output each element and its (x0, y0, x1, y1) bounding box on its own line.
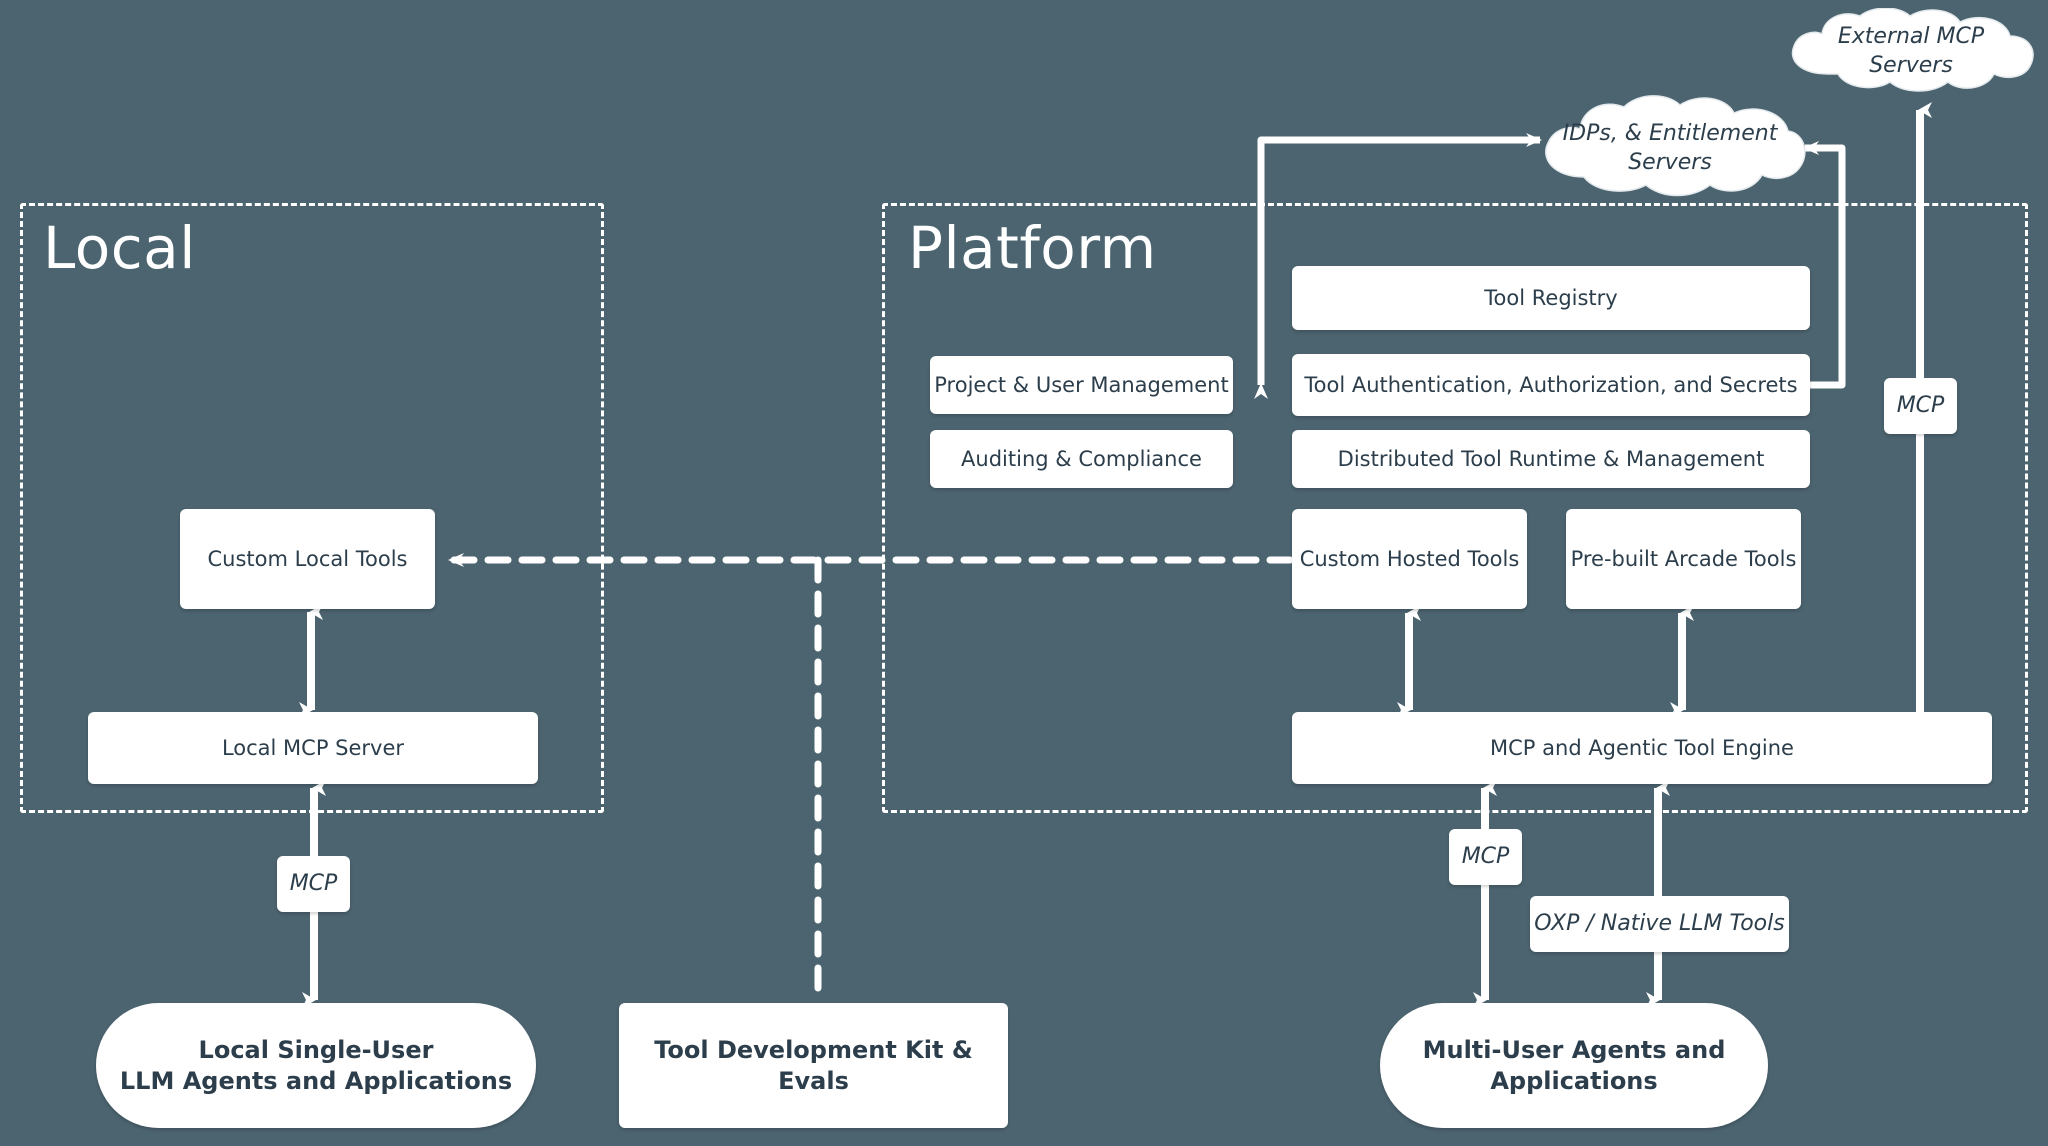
label-mcp-platform-right: MCP (1884, 378, 1957, 434)
zone-local-title: Local (43, 214, 196, 282)
node-multiuser-agents-line1: Multi-User Agents and (1422, 1035, 1726, 1064)
node-local-agents-line2: LLM Agents and Applications (119, 1066, 513, 1095)
node-tool-authentication-authorization-secrets[interactable]: Tool Authentication, Authorization, and … (1292, 354, 1810, 416)
node-multiuser-agents[interactable]: Multi-User Agents and Applications (1380, 1003, 1768, 1128)
node-custom-hosted-tools[interactable]: Custom Hosted Tools (1292, 509, 1527, 609)
cloud-shape (1545, 95, 1806, 197)
cloud-external-mcp-servers-label: External MCP Servers (1837, 24, 1985, 78)
node-prebuilt-arcade-tools[interactable]: Pre-built Arcade Tools (1566, 509, 1801, 609)
cloud-idps-entitlement-servers[interactable]: IDPs, & Entitlement Servers (1534, 95, 1806, 203)
zone-local (20, 203, 604, 813)
node-distributed-tool-runtime-management[interactable]: Distributed Tool Runtime & Management (1292, 430, 1810, 488)
node-auditing-compliance[interactable]: Auditing & Compliance (930, 430, 1233, 488)
node-local-agents-line1: Local Single-User (198, 1035, 434, 1064)
node-mcp-agentic-tool-engine[interactable]: MCP and Agentic Tool Engine (1292, 712, 1992, 784)
zone-platform-title: Platform (908, 214, 1157, 282)
cloud-idps-entitlement-servers-label: IDPs, & Entitlement Servers (1562, 121, 1778, 175)
node-project-user-management[interactable]: Project & User Management (930, 356, 1233, 414)
label-mcp-platform-bottom: MCP (1449, 829, 1522, 885)
node-tool-development-kit[interactable]: Tool Development Kit & Evals (619, 1003, 1008, 1128)
label-mcp-local: MCP (277, 856, 350, 912)
cloud-shape (1791, 8, 2034, 92)
node-tool-registry[interactable]: Tool Registry (1292, 266, 1810, 330)
node-multiuser-agents-line2: Applications (1490, 1066, 1658, 1095)
zone-platform (882, 203, 2028, 813)
cloud-external-mcp-servers[interactable]: External MCP Servers (1780, 8, 2042, 96)
node-custom-local-tools[interactable]: Custom Local Tools (180, 509, 435, 609)
label-oxp-native-llm-tools: OXP / Native LLM Tools (1530, 896, 1789, 952)
node-local-agents[interactable]: Local Single-User LLM Agents and Applica… (96, 1003, 536, 1128)
node-local-mcp-server[interactable]: Local MCP Server (88, 712, 538, 784)
